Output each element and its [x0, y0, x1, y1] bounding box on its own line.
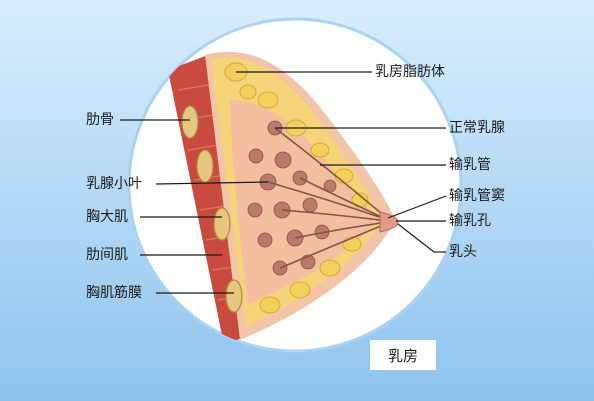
- title-box: 乳房: [369, 339, 437, 371]
- duct: [281, 209, 389, 222]
- label-lobule: 乳腺小叶: [86, 176, 142, 192]
- leader-nipple: [397, 223, 435, 253]
- fat-lobule: [259, 296, 281, 314]
- duct: [299, 177, 389, 221]
- diagram-title: 乳房: [387, 346, 418, 365]
- label-fat: 乳房脂肪体: [375, 64, 445, 80]
- label-sinus: 输乳管窦: [449, 188, 505, 204]
- fat-lobule: [257, 91, 279, 109]
- milk-ducts: [267, 127, 389, 269]
- rib: [225, 279, 243, 313]
- label-normal-gland: 正常乳腺: [449, 120, 505, 136]
- label-ribs: 肋骨: [86, 112, 114, 128]
- label-intercostal: 肋间肌: [86, 247, 128, 263]
- nipple: [379, 211, 399, 233]
- gland-lobule: [248, 148, 264, 164]
- leader-sinus: [387, 195, 447, 219]
- fat-lobule: [289, 281, 311, 299]
- duct: [294, 221, 389, 239]
- leader-lines: [120, 71, 447, 294]
- fat-lobule: [239, 84, 257, 100]
- gland-lobule: [247, 202, 263, 218]
- fat-lobule: [334, 168, 354, 184]
- fat-lobule: [319, 259, 341, 277]
- label-pectoral-fascia: 胸肌筋膜: [86, 285, 142, 301]
- leader-lobule: [155, 181, 269, 185]
- label-pectoralis-major: 胸大肌: [86, 209, 128, 225]
- label-duct: 输乳管: [449, 157, 491, 173]
- ribs: [181, 105, 243, 313]
- fat-lobule: [310, 142, 330, 158]
- gland-lobule: [274, 151, 292, 169]
- duct: [274, 127, 389, 220]
- rib: [213, 207, 231, 241]
- rib: [181, 105, 199, 139]
- duct: [267, 181, 389, 221]
- gland-lobule: [257, 232, 273, 248]
- gland-lobule: [302, 197, 318, 213]
- label-nipple: 乳头: [449, 244, 477, 260]
- duct: [279, 222, 389, 269]
- rib: [196, 149, 214, 183]
- fat-lobule: [342, 236, 362, 252]
- label-duct-opening: 输乳孔: [449, 213, 491, 229]
